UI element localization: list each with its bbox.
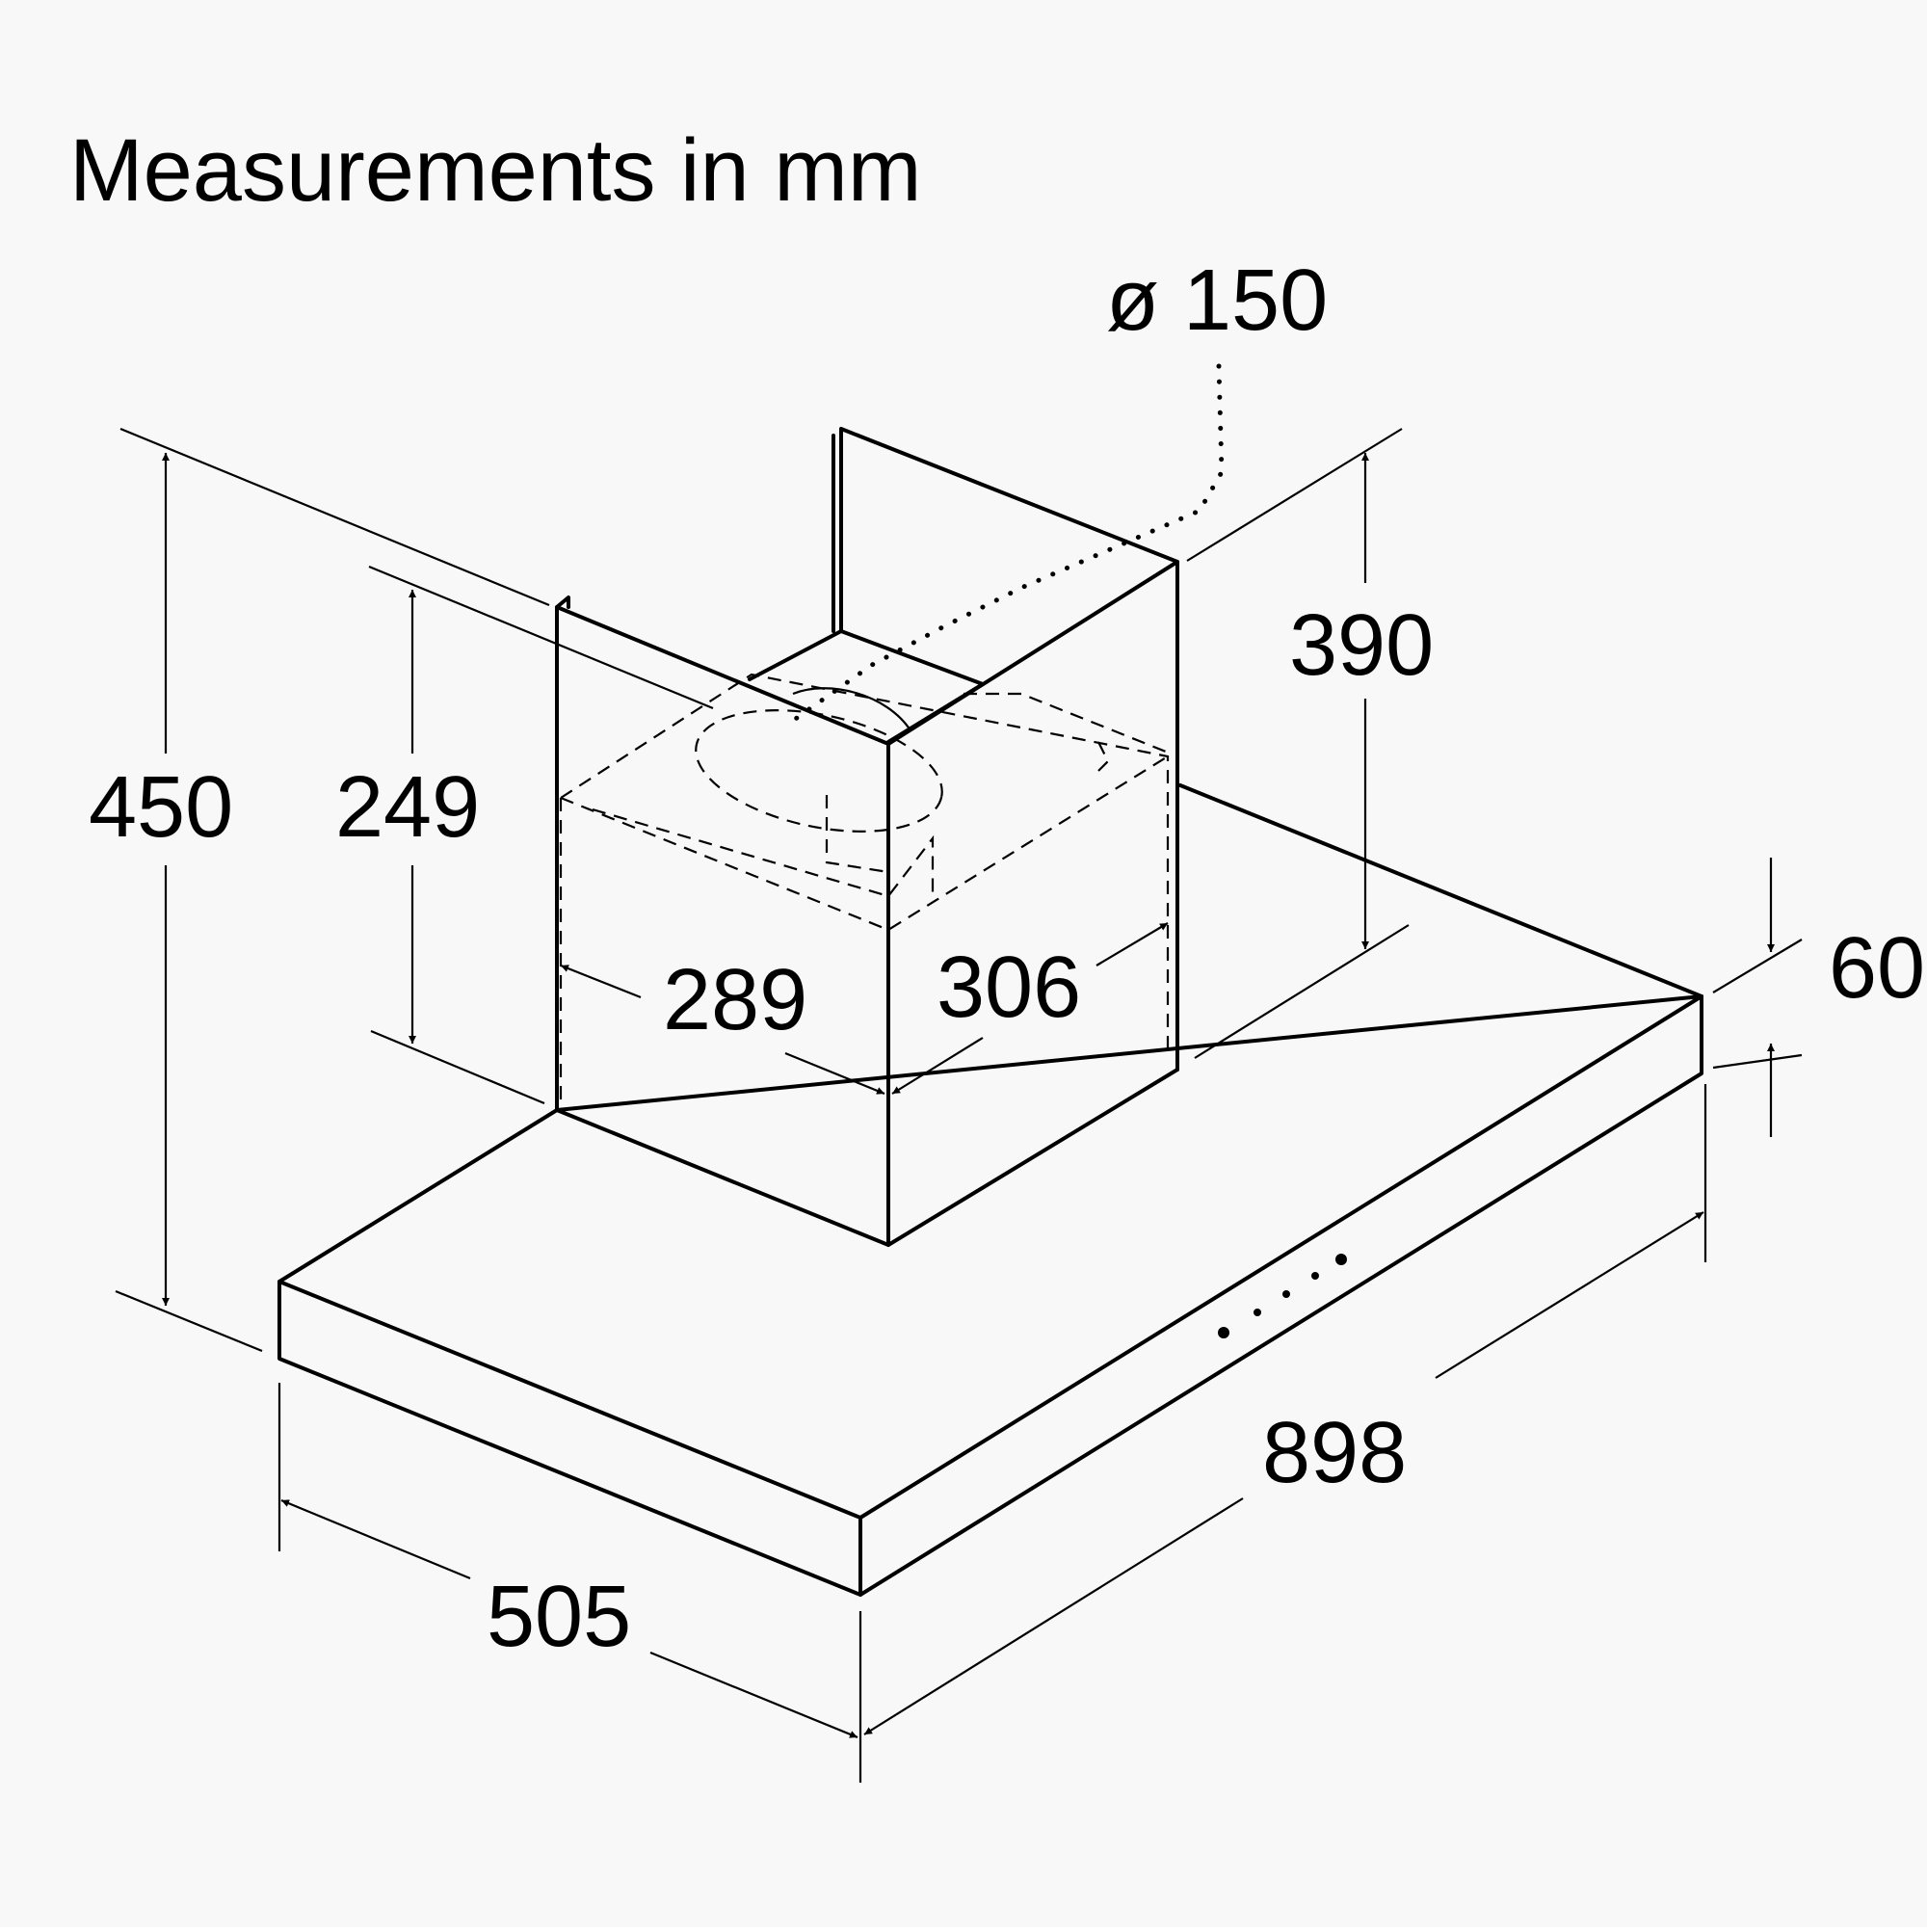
button-dot xyxy=(1311,1272,1319,1280)
drawing-title: Measurements in mm xyxy=(69,121,921,220)
button-dot xyxy=(1254,1309,1261,1316)
chimney-top-opening xyxy=(748,629,985,744)
ext-line-top-390 xyxy=(1186,428,1403,562)
button-dot xyxy=(1335,1254,1347,1265)
canopy-back-edge xyxy=(1178,783,1703,998)
dim-line-898-left xyxy=(863,1497,1244,1735)
ext-line-bottom-60 xyxy=(1712,1053,1803,1070)
hidden-clip xyxy=(1097,741,1110,772)
button-dot xyxy=(1218,1327,1229,1338)
ext-line-top-60 xyxy=(1712,939,1803,993)
canopy xyxy=(277,783,1703,1597)
chimney-front-face xyxy=(555,605,890,1247)
dim-line-898-right xyxy=(1435,1211,1704,1379)
hidden-inner-section-lower xyxy=(560,755,1169,932)
control-buttons xyxy=(1218,1254,1347,1338)
label-canopy-depth: 505 xyxy=(487,1569,631,1665)
hidden-inner-section xyxy=(560,673,1170,1052)
extension-lines xyxy=(115,427,1803,1783)
button-dot xyxy=(1282,1290,1290,1298)
hidden-bracket-left xyxy=(825,795,889,874)
label-chimney-depth: 306 xyxy=(937,940,1081,1036)
dim-line-505-right xyxy=(649,1651,858,1739)
label-chimney-inner-height: 249 xyxy=(335,759,480,856)
dim-line-505-left xyxy=(280,1498,471,1580)
dimension-labels: ø 150 450 249 390 60 289 306 505 898 xyxy=(89,252,1925,1665)
duct-opening-arc xyxy=(792,687,911,731)
canopy-side-face xyxy=(858,994,1703,1597)
dim-line-306-right xyxy=(1095,922,1169,966)
label-total-height: 450 xyxy=(89,759,233,856)
label-chimney-width: 289 xyxy=(663,952,807,1048)
label-duct-diameter: ø 150 xyxy=(1106,252,1328,349)
ext-line-top-450 xyxy=(119,427,550,607)
canopy-front-face xyxy=(277,1280,862,1597)
chimney-bottom-right-edge xyxy=(886,1068,1179,1247)
hidden-duct-circle xyxy=(695,709,943,833)
label-chimney-upper-height: 390 xyxy=(1289,597,1434,694)
ext-line-bottom-249 xyxy=(370,1029,545,1105)
canopy-top xyxy=(277,994,1703,1520)
label-canopy-width: 898 xyxy=(1262,1405,1407,1501)
dim-line-289-right xyxy=(784,1051,885,1096)
dim-line-289-left xyxy=(560,964,642,999)
ext-line-top-249 xyxy=(368,565,714,710)
chimney-corner-flap xyxy=(555,595,570,609)
ext-line-bottom-390 xyxy=(1194,924,1410,1059)
label-canopy-thickness: 60 xyxy=(1829,920,1925,1017)
hidden-bracket xyxy=(592,807,935,898)
ext-line-bottom-450 xyxy=(115,1289,263,1353)
dim-line-306-left xyxy=(891,1037,984,1095)
chimney xyxy=(555,363,1225,1247)
duct-leader-line xyxy=(787,363,1225,726)
hidden-top-rail xyxy=(964,692,1167,754)
dimension-lines xyxy=(162,453,1775,1739)
